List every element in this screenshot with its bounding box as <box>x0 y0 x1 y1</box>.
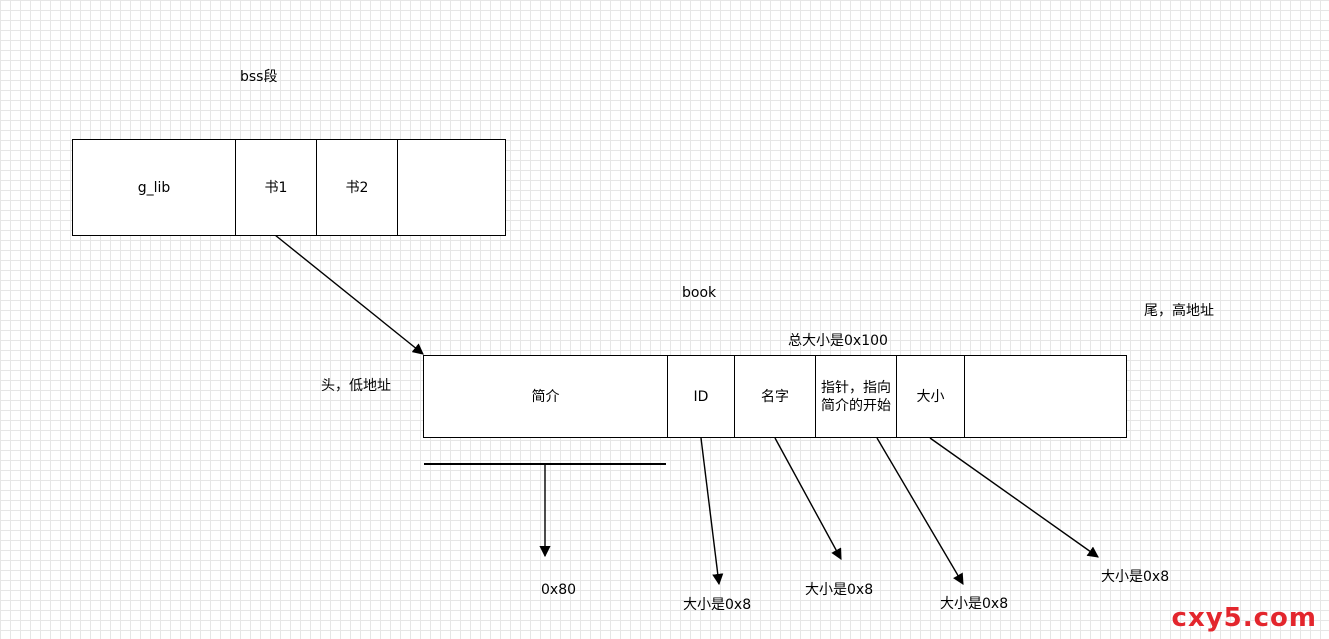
book-cell-intro: 简介 <box>424 356 668 437</box>
bss-title: bss段 <box>240 69 278 85</box>
book-cell-pointer: 指针，指向简介的开始 <box>816 356 897 437</box>
arrow-id-size <box>700 437 724 586</box>
book-total-size: 总大小是0x100 <box>788 333 888 349</box>
arrow-size-size <box>929 437 1099 558</box>
bss-cell-empty <box>398 140 505 235</box>
size-label-pointer: 大小是0x8 <box>940 596 1009 612</box>
arrow-bss-to-book <box>274 234 424 355</box>
size-label-id: 大小是0x8 <box>683 597 752 613</box>
watermark-logo: cxy5.com <box>1171 603 1317 633</box>
size-label-name: 大小是0x8 <box>805 582 874 598</box>
bss-cell-book2: 书2 <box>317 140 398 235</box>
book-memory-row: 简介 ID 名字 指针，指向简介的开始 大小 <box>423 355 1127 438</box>
arrow-pointer-size <box>876 437 964 585</box>
book-cell-name: 名字 <box>735 356 816 437</box>
book-title: book <box>682 285 717 301</box>
head-low-address-label: 头，低地址 <box>321 378 391 394</box>
book-cell-size: 大小 <box>897 356 965 437</box>
book-cell-empty <box>965 356 1126 437</box>
bss-cell-g-lib: g_lib <box>73 140 236 235</box>
size-label-size: 大小是0x8 <box>1101 569 1170 585</box>
tail-high-address-label: 尾，高地址 <box>1144 303 1214 319</box>
book-cell-id: ID <box>668 356 735 437</box>
arrow-name-size <box>774 437 842 560</box>
bss-cell-book1: 书1 <box>236 140 317 235</box>
bss-memory-row: g_lib 书1 书2 <box>72 139 506 236</box>
size-label-intro: 0x80 <box>541 582 577 598</box>
